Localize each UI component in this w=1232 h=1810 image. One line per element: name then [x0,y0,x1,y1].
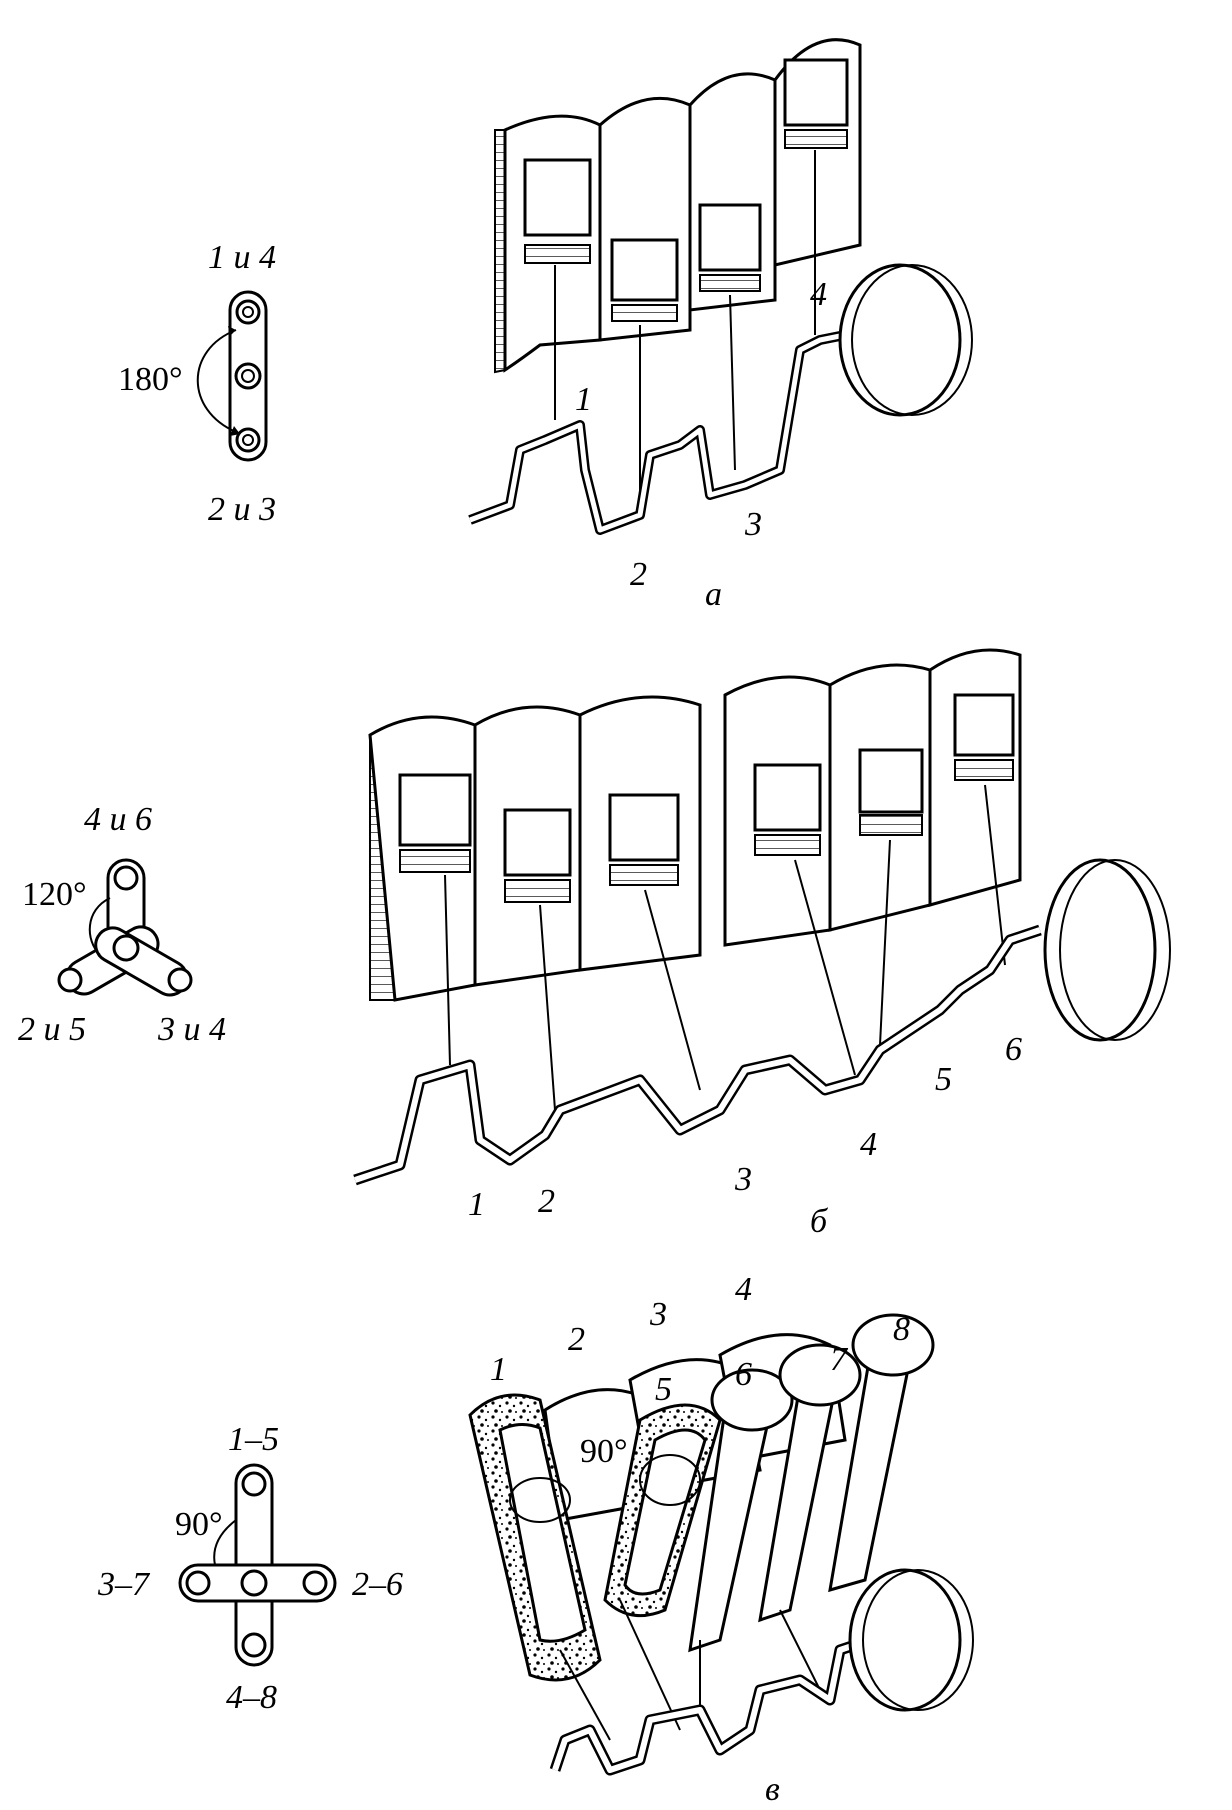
crank-scheme-c: 90° 1–5 3–7 2–6 4–8 [97,1421,403,1716]
flywheel [1043,858,1157,1042]
piston-4 [783,58,849,127]
cyl-num-5: 5 [655,1371,672,1408]
crankpin-bottom [235,427,261,453]
cyl-num-4: 4 [860,1126,877,1163]
panel-a: 180° 1 и 4 2 и 3 [118,38,973,613]
crank-scheme-b: 120° 4 и 6 2 и 5 3 и 4 [18,801,226,1048]
cyl-num-3: 3 [649,1296,667,1333]
panel-caption-b: б [810,1203,829,1240]
top-label: 1–5 [228,1421,279,1458]
panel-b: 120° 4 и 6 2 и 5 3 и 4 [18,648,1171,1240]
cyl-num-2: 2 [568,1321,585,1358]
cyl-num-6: 6 [735,1356,752,1393]
v8-engine: 90° 1 2 3 4 5 6 7 8 [468,1271,974,1776]
bottom-label: 4–8 [226,1679,277,1716]
cyl-num-4: 4 [810,276,827,313]
panel-caption-a: а [705,576,722,613]
cyl-num-2: 2 [630,556,647,593]
main-journal [234,362,262,390]
cylinder-block [503,114,602,373]
vee-angle-label: 90° [580,1433,628,1470]
cyl-num-7: 7 [830,1341,849,1378]
panel-caption-c: в [765,1771,780,1808]
piston-3 [698,203,762,272]
angle-label: 180° [118,361,183,398]
bottom-label: 2 и 3 [208,491,276,528]
right-label: 3 и 4 [157,1011,226,1048]
inline-6-engine: 1 2 3 4 5 6 [353,648,1171,1223]
cyl-num-5: 5 [935,1061,952,1098]
top-label: 4 и 6 [84,801,152,838]
angle-label: 120° [22,876,87,913]
cyl-num-4: 4 [735,1271,752,1308]
cyl-num-2: 2 [538,1183,555,1220]
cyl-num-1: 1 [468,1186,485,1223]
flywheel [848,1568,962,1712]
angle-arc [196,329,237,433]
cyl-num-3: 3 [734,1161,752,1198]
top-label: 1 и 4 [208,239,276,276]
cyl-num-8: 8 [893,1311,910,1348]
cyl-num-6: 6 [1005,1031,1022,1068]
inline-4-engine: 1 2 3 4 [468,38,973,593]
left-label: 2 и 5 [18,1011,86,1048]
cyl-num-3: 3 [744,506,762,543]
crankpin-top [235,299,261,325]
cyl-num-1: 1 [490,1351,507,1388]
crank-scheme-a: 180° 1 и 4 2 и 3 [118,239,276,528]
piston-2 [610,238,679,302]
right-label: 2–6 [352,1566,403,1603]
panel-c: 90° 1–5 3–7 2–6 4–8 [97,1271,974,1808]
piston-1 [523,158,592,237]
flywheel [838,263,962,417]
cyl-num-1: 1 [575,381,592,418]
angle-label: 90° [175,1506,223,1543]
left-label: 3–7 [97,1566,151,1603]
